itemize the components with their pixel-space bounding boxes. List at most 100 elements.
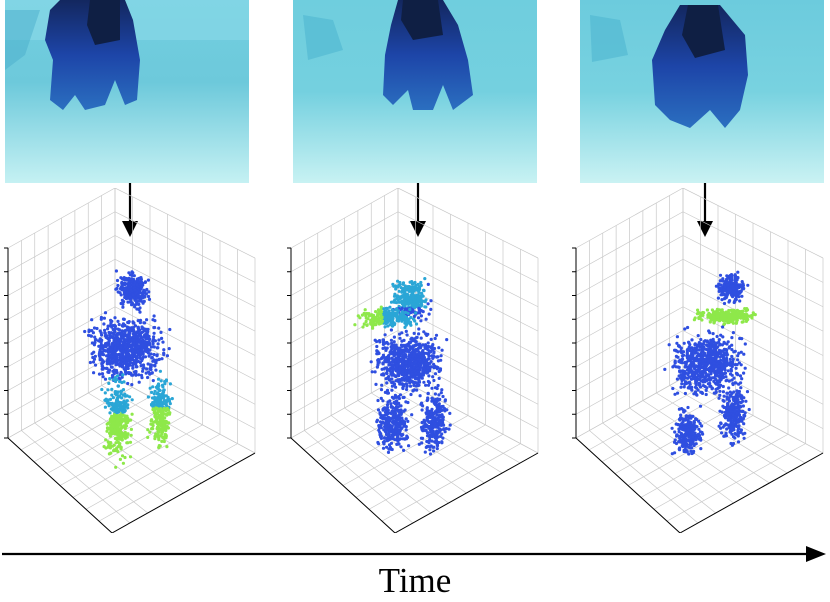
cloud-point bbox=[111, 408, 115, 412]
cloud-point bbox=[416, 349, 420, 353]
cloud-point bbox=[694, 436, 698, 440]
cloud-point bbox=[384, 348, 388, 352]
cloud-point bbox=[700, 312, 704, 316]
cloud-point bbox=[684, 414, 688, 418]
cloud-point bbox=[153, 339, 157, 343]
cloud-point bbox=[161, 435, 165, 439]
cloud-point bbox=[729, 276, 733, 280]
cloud-point bbox=[381, 353, 385, 357]
cloud-point bbox=[90, 318, 94, 322]
cloud-point bbox=[113, 430, 117, 434]
cloud-point bbox=[387, 316, 391, 321]
cloud-point bbox=[156, 384, 160, 388]
cloud-point bbox=[684, 450, 688, 454]
cloud-point bbox=[399, 412, 403, 416]
cloud-point bbox=[410, 336, 414, 340]
cloud-point bbox=[379, 313, 383, 317]
cloud-point bbox=[130, 357, 134, 361]
cloud-point bbox=[107, 351, 111, 355]
cloud-point bbox=[379, 396, 383, 400]
cloud-point bbox=[120, 401, 125, 405]
cloud-point bbox=[125, 328, 130, 332]
cloud-point bbox=[382, 442, 386, 446]
cloud-point bbox=[717, 338, 721, 342]
cloud-point bbox=[139, 331, 143, 335]
cloud-point bbox=[672, 364, 676, 368]
cloud-point bbox=[698, 421, 702, 426]
cloud-point bbox=[701, 362, 705, 366]
cloud-point bbox=[735, 308, 739, 312]
cloud-point bbox=[130, 301, 134, 305]
cloud-point bbox=[140, 347, 144, 351]
cloud-point bbox=[730, 378, 734, 382]
cloud-point bbox=[418, 359, 422, 363]
cloud-point bbox=[419, 280, 423, 285]
arrow-down-2 bbox=[410, 183, 426, 237]
cloud-point bbox=[160, 439, 164, 443]
cloud-point bbox=[721, 325, 725, 329]
cloud-point bbox=[100, 364, 104, 368]
cloud-point bbox=[114, 379, 118, 384]
cloud-point bbox=[132, 274, 136, 278]
cloud-point bbox=[688, 446, 692, 450]
cloud-point bbox=[160, 336, 164, 340]
cloud-point bbox=[686, 428, 690, 432]
cloud-point bbox=[167, 347, 171, 351]
cloud-point bbox=[385, 340, 389, 345]
cloud-point bbox=[107, 401, 111, 405]
cloud-point bbox=[438, 368, 442, 372]
cloud-point bbox=[108, 446, 112, 450]
cloud-point bbox=[108, 411, 112, 415]
cloud-point bbox=[667, 343, 671, 347]
cloud-point bbox=[116, 336, 120, 340]
cloud-point bbox=[106, 440, 110, 444]
cloud-point bbox=[123, 287, 127, 291]
cloud-point bbox=[131, 326, 135, 330]
cloud-point bbox=[675, 377, 679, 381]
cloud-point bbox=[393, 367, 397, 371]
cloud-point bbox=[684, 360, 689, 364]
cloud-point bbox=[422, 356, 426, 360]
cloud-point bbox=[698, 430, 703, 434]
cloud-point bbox=[122, 292, 127, 296]
cloud-point bbox=[715, 341, 719, 345]
cloud-point bbox=[109, 365, 113, 369]
cloud-point bbox=[120, 425, 124, 429]
cloud-point bbox=[127, 418, 131, 423]
cloud-point bbox=[401, 300, 405, 304]
cloud-point bbox=[404, 320, 408, 324]
cloud-point bbox=[394, 385, 398, 389]
cloud-point bbox=[448, 423, 452, 427]
point-cloud-plot-2 bbox=[287, 188, 539, 533]
cloud-point bbox=[706, 344, 710, 348]
cloud-point bbox=[149, 402, 154, 407]
cloud-point bbox=[411, 380, 415, 385]
cloud-point bbox=[698, 367, 702, 371]
cloud-point bbox=[432, 449, 436, 453]
cloud-point bbox=[426, 366, 430, 370]
cloud-point bbox=[733, 349, 737, 353]
cloud-point bbox=[154, 368, 158, 372]
cloud-point bbox=[103, 331, 107, 335]
cloud-point bbox=[385, 381, 389, 385]
cloud-point bbox=[683, 365, 687, 369]
cloud-point bbox=[689, 354, 693, 358]
cloud-point bbox=[432, 346, 437, 351]
cloud-point bbox=[390, 388, 394, 392]
cloud-point bbox=[391, 363, 395, 367]
cloud-point bbox=[721, 277, 725, 281]
cloud-point bbox=[676, 350, 680, 354]
cloud-point bbox=[139, 373, 144, 377]
cloud-point bbox=[400, 319, 404, 323]
cloud-point bbox=[691, 429, 695, 433]
cloud-point bbox=[132, 296, 136, 300]
cloud-point bbox=[407, 444, 411, 448]
cloud-point bbox=[727, 399, 732, 403]
cloud-point bbox=[725, 310, 729, 314]
cloud-point bbox=[159, 411, 163, 415]
cloud-point bbox=[691, 376, 695, 380]
cloud-point bbox=[723, 322, 727, 326]
cloud-point bbox=[682, 439, 686, 443]
cloud-point bbox=[124, 372, 128, 376]
cloud-point bbox=[390, 356, 394, 360]
